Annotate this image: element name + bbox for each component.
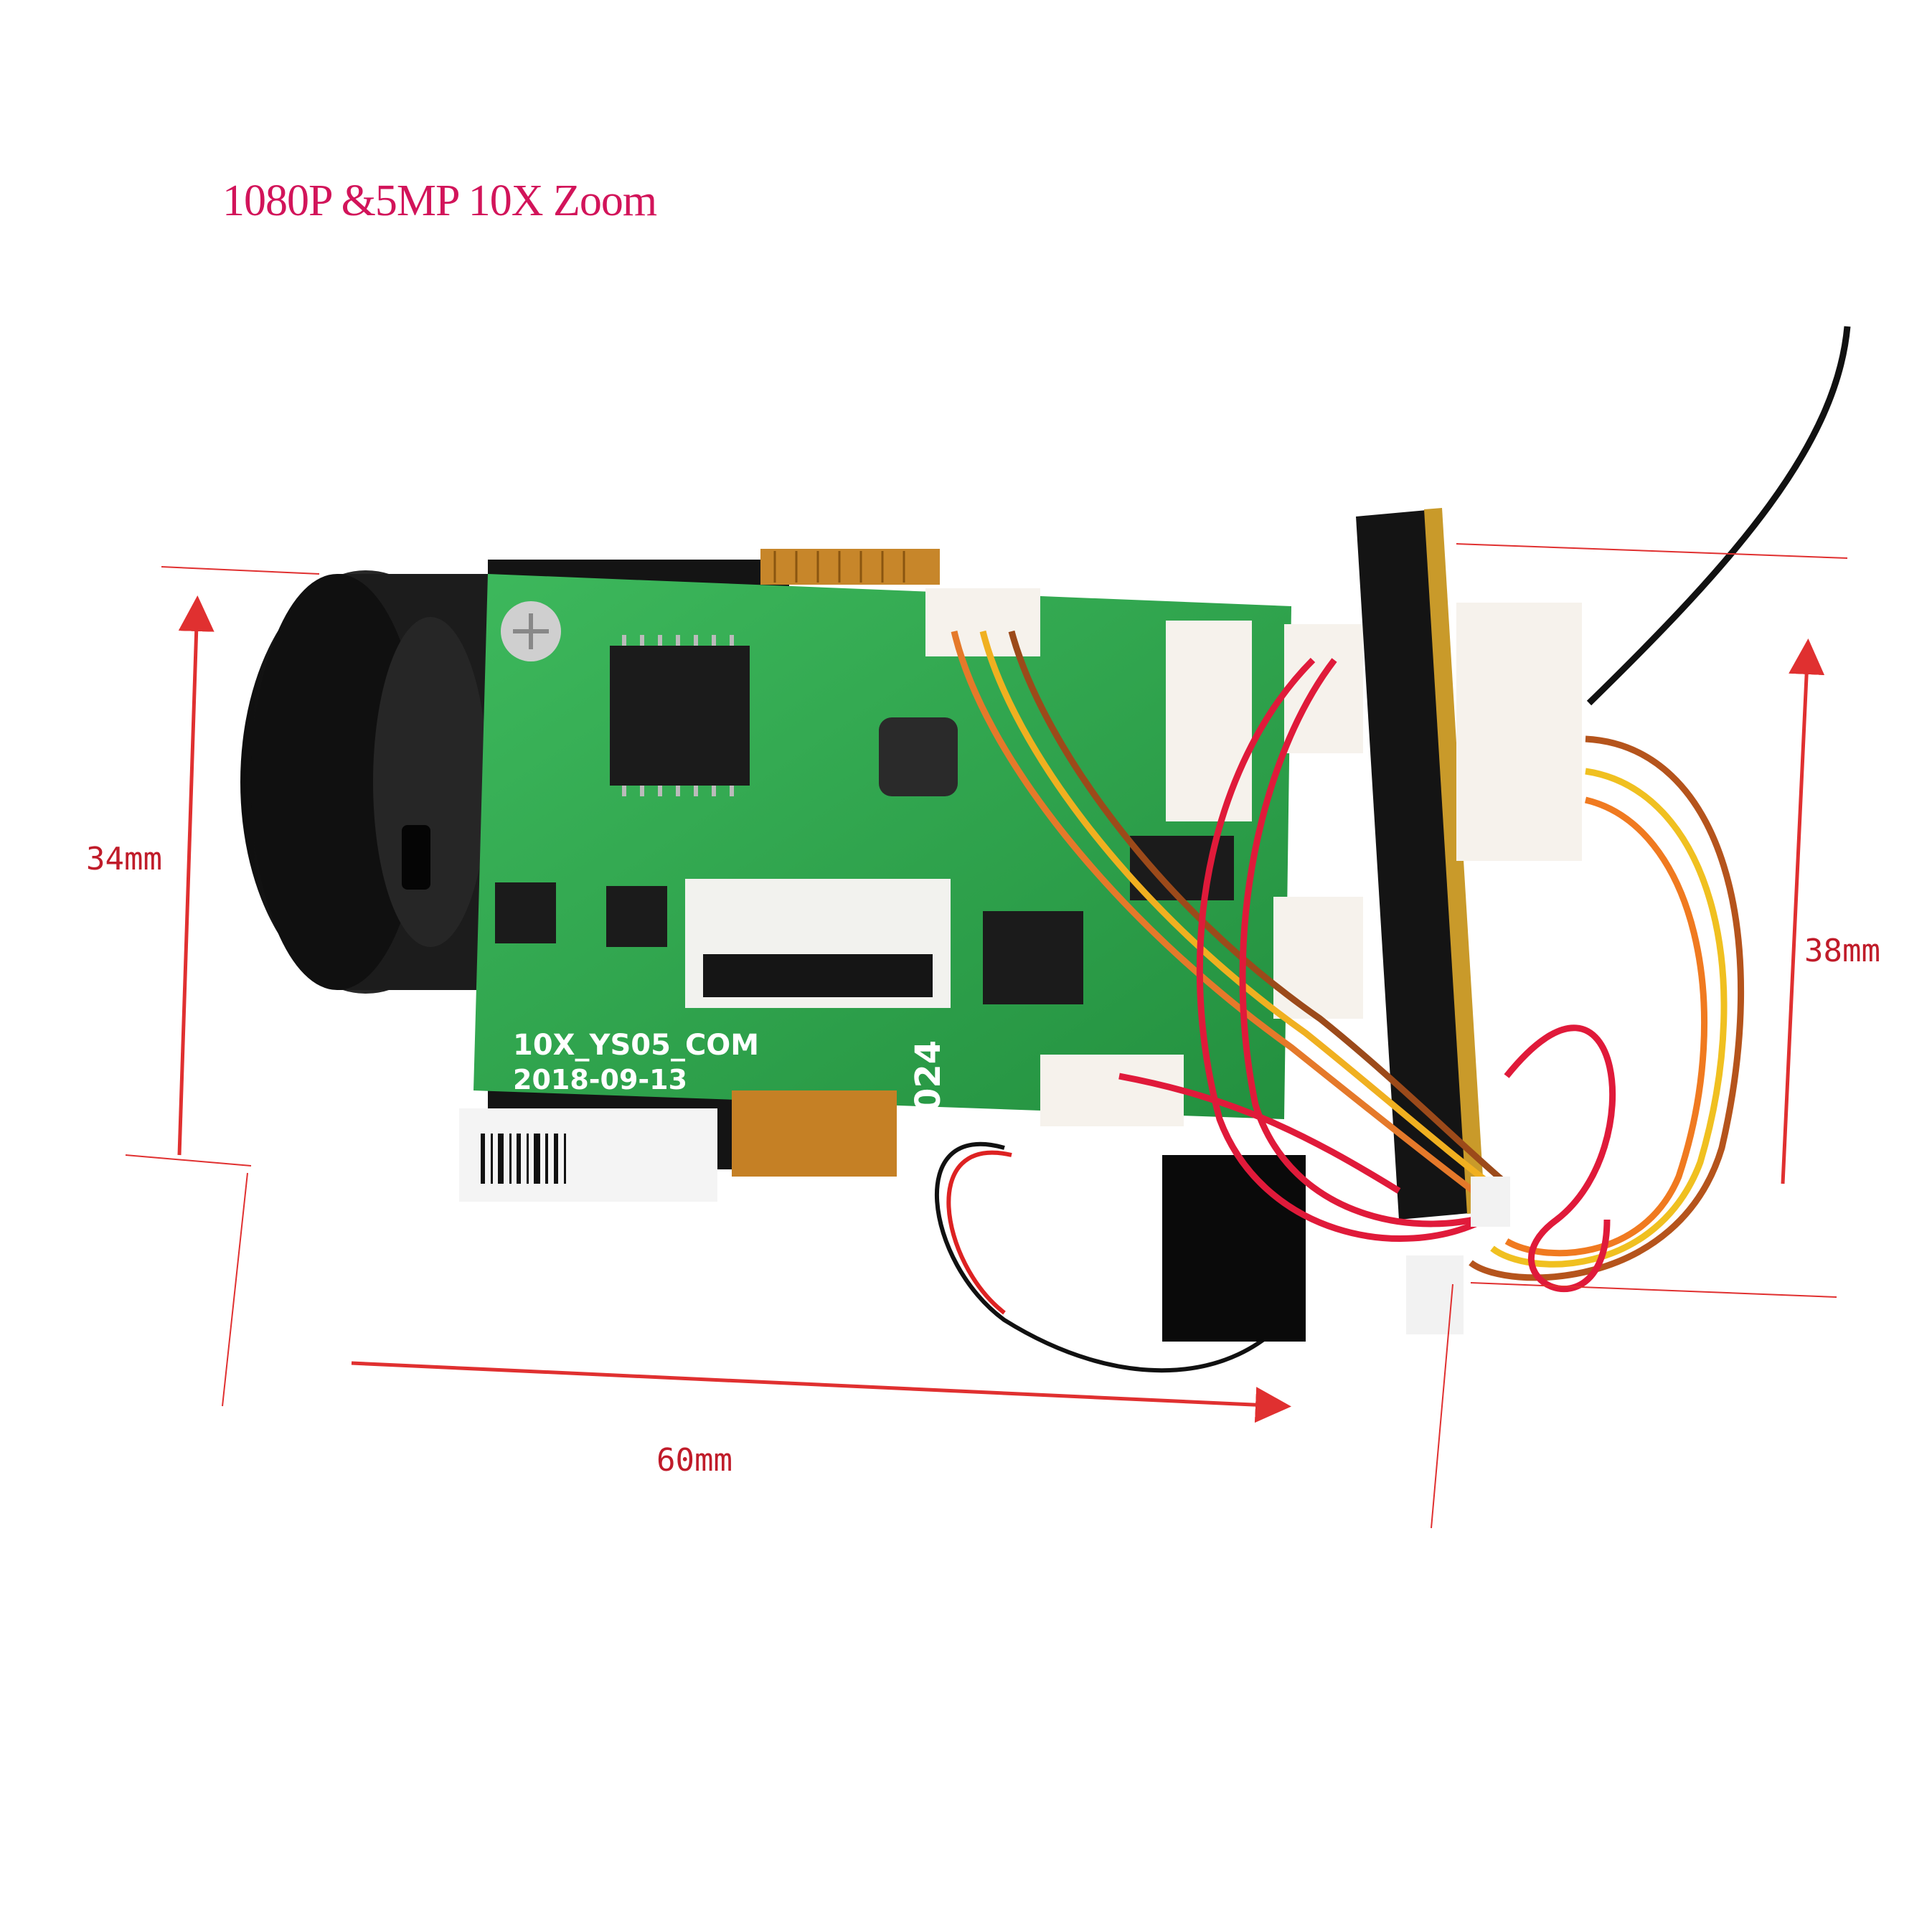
zoom-lens <box>240 570 509 994</box>
jst-connector <box>1166 621 1252 821</box>
dimension-label-height-left: 34mm <box>86 841 162 877</box>
jst-connector <box>925 588 1040 656</box>
jst-connector <box>1456 603 1582 861</box>
flex-cable-bottom <box>732 1090 897 1177</box>
board-code-label: 024 <box>908 1040 948 1112</box>
barcode-label <box>459 1108 717 1202</box>
jst-connector <box>1040 1055 1184 1126</box>
product-title: 1080P &5MP 10X Zoom <box>222 176 657 225</box>
power-wire <box>935 1141 1294 1373</box>
antenna-wire <box>1586 326 1851 706</box>
flex-cable-top <box>760 549 940 585</box>
rear-pcb <box>1356 508 1582 1220</box>
zip-tie <box>1406 1255 1464 1334</box>
dimension-lines <box>125 543 1848 1529</box>
jst-connector <box>1284 624 1363 753</box>
zip-tie <box>1471 1177 1510 1227</box>
inductor <box>879 717 958 796</box>
dimension-label-height-right: 38mm <box>1804 933 1880 969</box>
mcu-chip <box>610 646 750 786</box>
jst-connector <box>1273 897 1363 1019</box>
wire-harness <box>951 630 1745 1292</box>
board-model-label: 10X_YS05_COM <box>513 1029 759 1062</box>
dimension-label-length: 60mm <box>656 1442 732 1479</box>
board-date-label: 2018-09-13 <box>513 1064 687 1095</box>
main-pcb: 10X_YS05_COM 2018-09-13 024 <box>473 574 1363 1126</box>
